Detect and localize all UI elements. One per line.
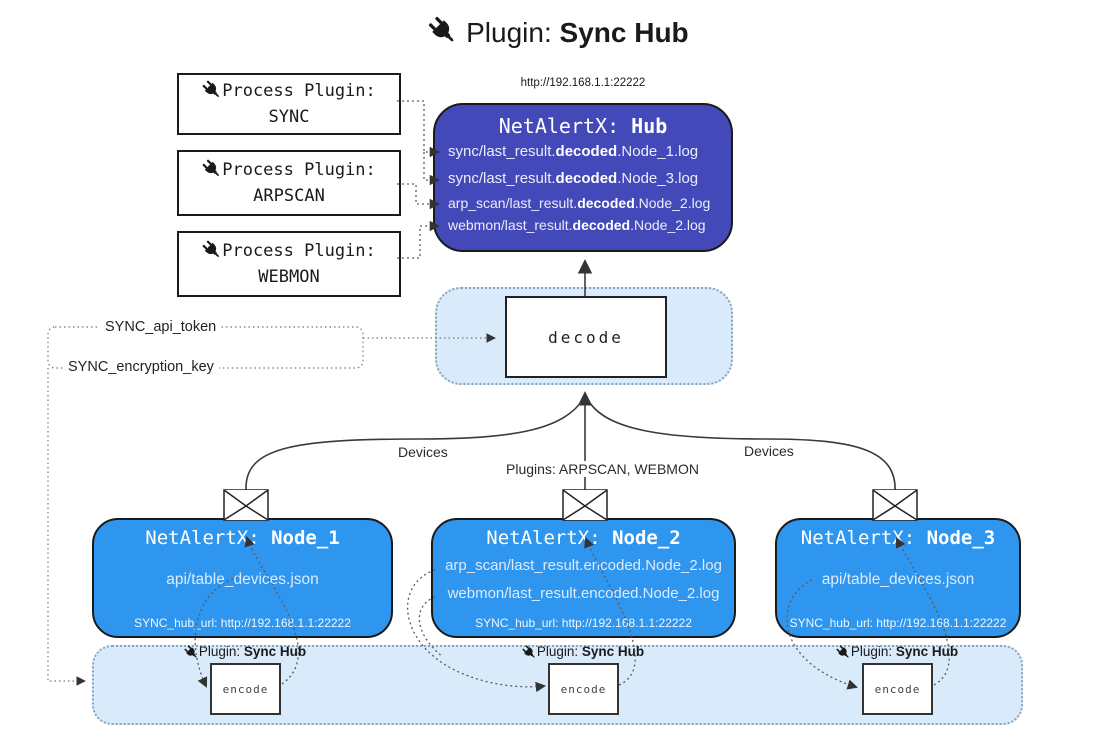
hub-box: NetAlertX: Hub sync/last_result.decoded.…: [433, 103, 733, 252]
process-plugin-label: Process Plugin:: [222, 81, 376, 101]
node-title: NetAlertX: Node_3: [800, 527, 996, 549]
envelope-icon: [562, 489, 608, 521]
plugins-label: Plugins: ARPSCAN, WEBMON: [500, 461, 705, 477]
plug-icon: [202, 240, 222, 260]
hub-title: NetAlertX: Hub: [498, 114, 668, 138]
node-line: webmon/last_result.encoded.Node_2.log: [447, 585, 720, 602]
sync-encryption-key-label: SYNC_encryption_key: [63, 359, 219, 375]
hub-log-line: sync/last_result.decoded.Node_3.log: [448, 170, 699, 187]
process-plugin-label: Process Plugin:: [222, 241, 376, 261]
node-hub-url: SYNC_hub_url: http://192.168.1.1:22222: [134, 616, 351, 630]
plug-icon: [428, 16, 458, 46]
node2-box: NetAlertX: Node_2 arp_scan/last_result.e…: [431, 518, 736, 638]
encode-box: encode: [862, 663, 933, 715]
encoder-label: Plugin: Sync Hub: [145, 644, 345, 660]
process-plugin-webmon: Process Plugin: WEBMON: [177, 231, 401, 297]
edge-arpscan-to-hub: [397, 183, 441, 210]
plug-icon: [836, 645, 851, 660]
page-title: Plugin: Sync Hub: [0, 16, 1117, 49]
encode-box: encode: [210, 663, 281, 715]
process-plugin-name: ARPSCAN: [253, 186, 325, 206]
process-plugin-label: Process Plugin:: [222, 160, 376, 180]
node-hub-url: SYNC_hub_url: http://192.168.1.1:22222: [475, 616, 692, 630]
node3-box: NetAlertX: Node_3 api/table_devices.json…: [775, 518, 1021, 638]
hub-log-line: arp_scan/last_result.decoded.Node_2.log: [448, 195, 711, 211]
plug-icon: [202, 80, 222, 100]
process-plugin-arpscan: Process Plugin: ARPSCAN: [177, 150, 401, 216]
envelope-icon: [223, 489, 269, 521]
devices-label-right: Devices: [738, 443, 800, 459]
hub-log-line: sync/last_result.decoded.Node_1.log: [448, 143, 699, 160]
edge-sync-to-hub1: [397, 100, 441, 158]
devices-label-left: Devices: [392, 444, 454, 460]
process-plugin-sync: Process Plugin: SYNC: [177, 73, 401, 135]
hub-url-label: http://192.168.1.1:22222: [520, 77, 646, 89]
node-line: api/table_devices.json: [821, 571, 975, 588]
plug-icon: [202, 159, 222, 179]
decode-box: decode: [505, 296, 667, 378]
envelope-icon: [872, 489, 918, 521]
plug-icon: [184, 645, 199, 660]
edge-secrets-to-encoders: [47, 368, 86, 686]
process-plugin-name: WEBMON: [258, 267, 320, 287]
node-hub-url: SYNC_hub_url: http://192.168.1.1:22222: [789, 616, 1007, 630]
title-bold: Sync Hub: [559, 17, 689, 48]
node-title: NetAlertX: Node_1: [145, 527, 340, 549]
edge-webmon-to-hub: [397, 220, 441, 259]
sync-api-token-label: SYNC_api_token: [100, 319, 222, 335]
encoder-label: Plugin: Sync Hub: [483, 644, 683, 660]
node1-box: NetAlertX: Node_1 api/table_devices.json…: [92, 518, 393, 638]
hub-log-line: webmon/last_result.decoded.Node_2.log: [448, 217, 706, 233]
node-line: api/table_devices.json: [166, 571, 319, 588]
plug-icon: [522, 645, 537, 660]
encode-box: encode: [548, 663, 619, 715]
node-title: NetAlertX: Node_2: [486, 527, 681, 549]
process-plugin-name: SYNC: [268, 107, 310, 127]
encoder-label: Plugin: Sync Hub: [797, 644, 997, 660]
node-line: arp_scan/last_result.encoded.Node_2.log: [445, 557, 722, 574]
title-prefix: Plugin:: [466, 17, 560, 48]
